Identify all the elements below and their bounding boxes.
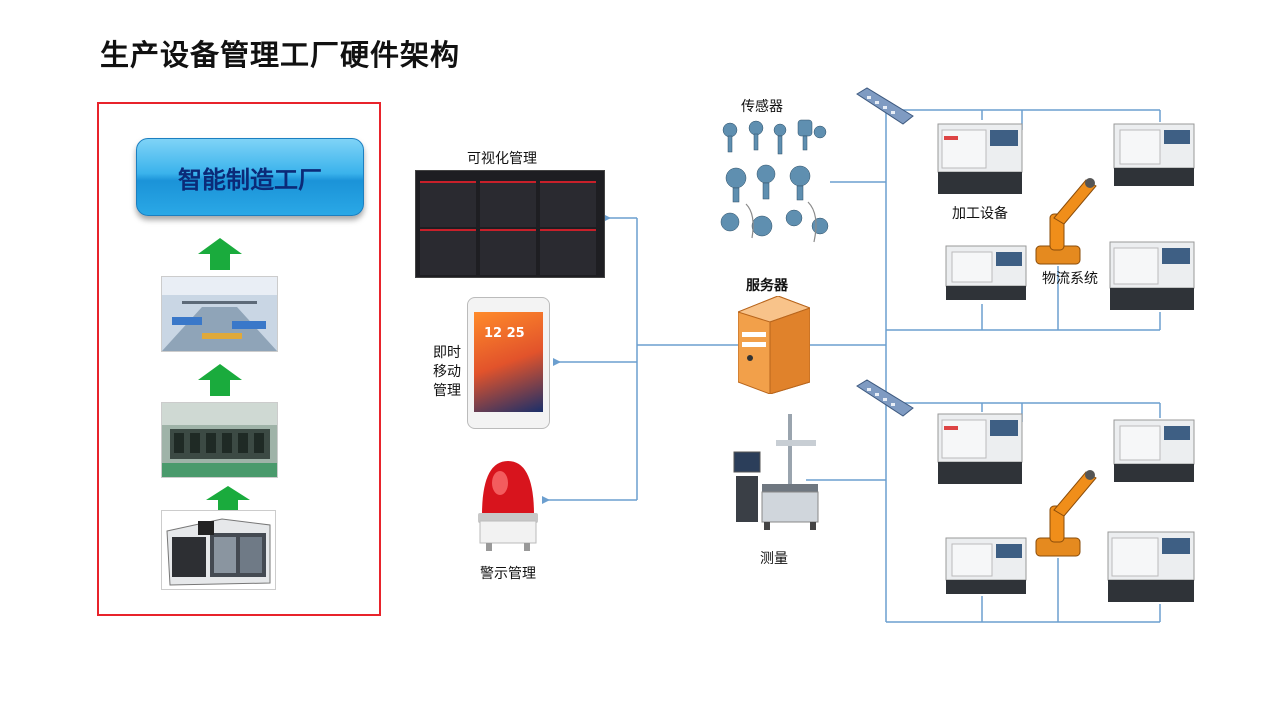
robot-arm-icon — [1035, 178, 1097, 265]
mobile-label-line: 管理 — [433, 383, 461, 399]
cnc-machine-icon — [937, 123, 1023, 194]
measure-label: 测量 — [760, 551, 788, 567]
sensors-icon — [720, 119, 829, 243]
alarm-mgmt-label: 警示管理 — [480, 566, 536, 582]
up-arrow-icon — [198, 238, 242, 270]
smart-factory-label: 智能制造工厂 — [178, 165, 322, 194]
robot-arm-icon — [1035, 470, 1097, 557]
up-arrow-icon — [198, 364, 242, 396]
network-switch-icon — [856, 87, 914, 125]
dashboard-panel — [540, 181, 596, 227]
processing-label: 加工设备 — [952, 206, 1008, 222]
cnc-machine-icon — [945, 245, 1027, 300]
factory-stack-frame — [97, 102, 381, 616]
sensor-label: 传感器 — [741, 99, 783, 115]
dashboard-panel — [420, 229, 476, 275]
mobile-label-line: 移动 — [433, 364, 461, 380]
mobile-mgmt-label: 即时 移动 管理 — [433, 344, 461, 401]
cnc-machine-icon — [937, 413, 1023, 484]
page-title: 生产设备管理工厂硬件架构 — [100, 38, 461, 72]
machine-tool-photo — [161, 510, 276, 590]
phone-screen: 12 25 — [474, 312, 543, 412]
visual-mgmt-label: 可视化管理 — [467, 151, 537, 167]
cnc-machine-icon — [945, 537, 1027, 594]
smartphone: 12 25 — [467, 297, 550, 429]
dashboard-panel — [420, 181, 476, 227]
cnc-machine-icon — [1113, 419, 1195, 482]
dashboard-panel — [540, 229, 596, 275]
network-switch-icon — [856, 379, 914, 417]
up-arrow-icon — [206, 486, 250, 514]
logistics-label: 物流系统 — [1042, 271, 1098, 287]
alarm-light-icon — [478, 461, 538, 551]
dashboard-panel — [480, 229, 536, 275]
server-icon — [738, 296, 810, 394]
cnc-machine-icon — [1107, 531, 1195, 602]
production-line-photo — [161, 402, 278, 478]
smart-factory-button[interactable]: 智能制造工厂 — [136, 138, 364, 216]
factory-floor-photo — [161, 276, 278, 352]
phone-clock: 12 25 — [484, 326, 525, 341]
dashboard-panel — [480, 181, 536, 227]
cnc-machine-icon — [1109, 241, 1195, 310]
cmm-measure-icon — [733, 414, 819, 530]
dashboard-screen — [415, 170, 605, 278]
server-label: 服务器 — [746, 278, 788, 294]
cnc-machine-icon — [1113, 123, 1195, 186]
mobile-label-line: 即时 — [433, 345, 461, 361]
